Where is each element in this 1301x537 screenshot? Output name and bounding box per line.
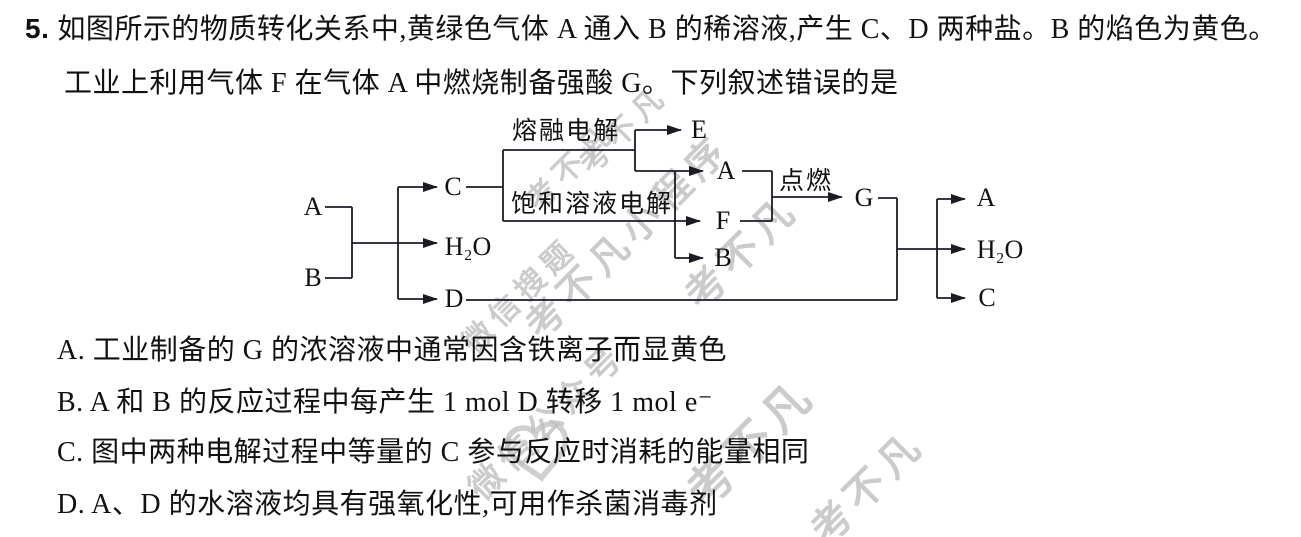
node-substance-c-right: C (978, 283, 996, 312)
node-substance-a-out: A (716, 156, 736, 185)
node-substance-a-right: A (976, 183, 996, 212)
node-substance-f: F (715, 206, 731, 235)
node-substance-d-mid: D (444, 284, 464, 313)
node-substance-a-left: A (303, 192, 323, 221)
question-line-1: 5.如图所示的物质转化关系中,黄绿色气体 A 通入 B 的稀溶液,产生 C、D … (25, 12, 1277, 47)
node-water-mid: H₂O (444, 232, 492, 261)
node-substance-b-out: B (714, 243, 732, 272)
node-substance-b-left: B (304, 263, 322, 292)
option-b: B. A 和 B 的反应过程中每产生 1 mol D 转移 1 mol e⁻ (57, 387, 714, 418)
option-c: C. 图中两种电解过程中等量的 C 参与反应时消耗的能量相同 (57, 437, 810, 468)
question-text-2: 工业上利用气体 F 在气体 A 中燃烧制备强酸 G。下列叙述错误的是 (64, 68, 899, 99)
node-substance-e: E (691, 115, 707, 144)
label-saturated-electrolysis: 饱和溶液电解 (511, 191, 674, 218)
option-a: A. 工业制备的 G 的浓溶液中通常因含铁离子而显黄色 (57, 335, 727, 366)
node-substance-c-mid: C (444, 172, 462, 201)
node-substance-g: G (854, 183, 874, 212)
question-line-2: 工业上利用气体 F 在气体 A 中燃烧制备强酸 G。下列叙述错误的是 (64, 67, 898, 101)
label-molten-electrolysis: 熔融电解 (512, 118, 621, 145)
watermark-text: 考不凡 (802, 422, 934, 537)
question-text-1: 如图所示的物质转化关系中,黄绿色气体 A 通入 B 的稀溶液,产生 C、D 两种… (57, 14, 1277, 45)
option-d: D. A、D 的水溶液均具有强氧化性,可用作杀菌消毒剂 (57, 489, 718, 520)
node-water-right: H₂O (976, 235, 1024, 264)
label-ignite: 点燃 (779, 168, 834, 195)
question-number: 5. (25, 13, 50, 44)
